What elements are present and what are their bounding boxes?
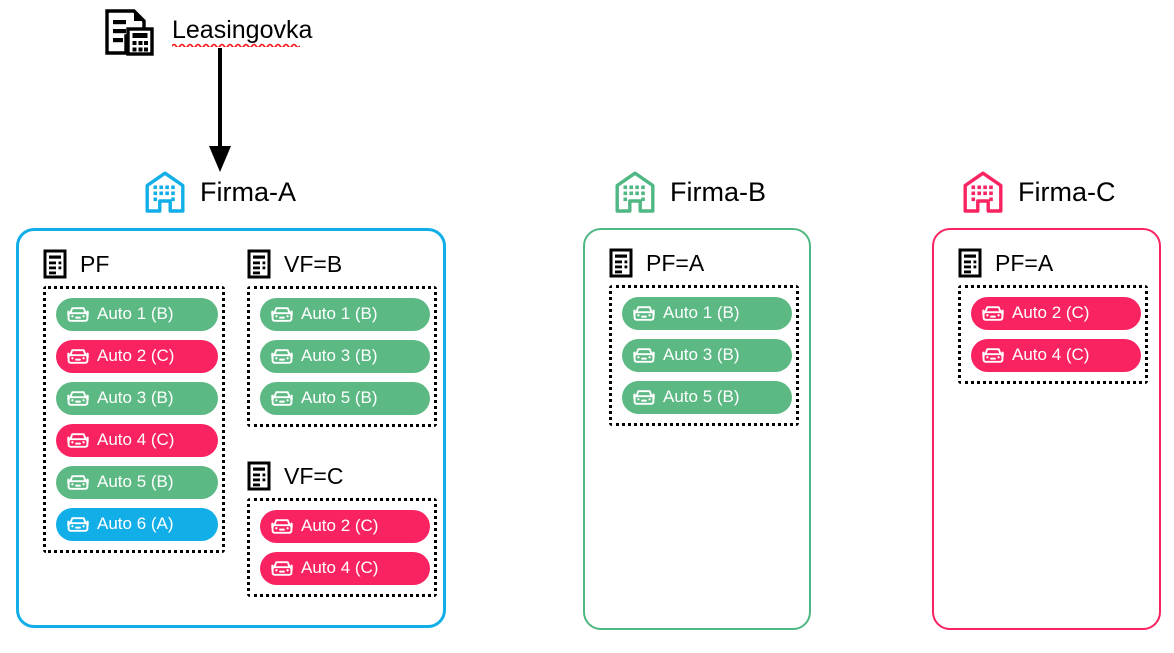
car-label: Auto 2 (C) bbox=[301, 516, 379, 535]
group-vf-b-label: VF=B bbox=[284, 250, 343, 277]
car-icon bbox=[67, 347, 89, 366]
group-pf-a-firma-b-label: PF=A bbox=[646, 249, 705, 276]
car-label: Auto 2 (C) bbox=[97, 346, 175, 365]
group-vf-c-header: VF=C bbox=[247, 461, 437, 491]
firma-a-title: Firma-A bbox=[200, 176, 296, 207]
car-label: Auto 5 (B) bbox=[301, 388, 378, 407]
group-vf-c: VF=C Auto 2 (C bbox=[247, 461, 437, 597]
car-icon bbox=[633, 304, 655, 323]
car-label: Auto 6 (A) bbox=[97, 514, 174, 533]
group-vf-c-list: Auto 2 (C) Auto 4 ( bbox=[247, 498, 437, 597]
car-label: Auto 2 (C) bbox=[1012, 303, 1090, 322]
car-pill[interactable]: Auto 1 (B) bbox=[56, 298, 218, 331]
car-icon bbox=[271, 389, 293, 408]
document-calculator-icon bbox=[104, 8, 156, 56]
car-pill[interactable]: Auto 2 (C) bbox=[56, 340, 218, 373]
file-icon bbox=[958, 248, 982, 278]
spellcheck-underline bbox=[172, 43, 300, 47]
car-label: Auto 1 (B) bbox=[301, 304, 378, 323]
group-pf-a-firma-b: PF=A Auto 1 (B bbox=[609, 248, 799, 426]
car-icon bbox=[271, 559, 293, 578]
group-pf-list: Auto 1 (B) Auto 2 ( bbox=[43, 286, 225, 553]
building-icon bbox=[144, 170, 186, 214]
car-icon bbox=[67, 389, 89, 408]
firma-b-header: Firma-B bbox=[614, 170, 766, 214]
car-label: Auto 3 (B) bbox=[97, 388, 174, 407]
group-vf-c-label: VF=C bbox=[284, 462, 344, 489]
file-icon bbox=[43, 249, 67, 279]
car-icon bbox=[67, 305, 89, 324]
car-label: Auto 3 (B) bbox=[663, 345, 740, 364]
car-label: Auto 4 (C) bbox=[1012, 345, 1090, 364]
group-pf-a-firma-c-label: PF=A bbox=[995, 249, 1054, 276]
group-pf-a-firma-b-list: Auto 1 (B) Auto 3 ( bbox=[609, 285, 799, 426]
file-icon bbox=[609, 248, 633, 278]
car-icon bbox=[67, 473, 89, 492]
car-label: Auto 3 (B) bbox=[301, 346, 378, 365]
car-label: Auto 1 (B) bbox=[97, 304, 174, 323]
firma-b-title: Firma-B bbox=[670, 176, 766, 207]
source-label: Leasingovka bbox=[172, 16, 313, 47]
group-pf-label: PF bbox=[80, 250, 110, 277]
car-pill[interactable]: Auto 5 (B) bbox=[622, 381, 792, 414]
car-pill[interactable]: Auto 2 (C) bbox=[260, 510, 430, 543]
car-pill[interactable]: Auto 3 (B) bbox=[56, 382, 218, 415]
source-document-block: Leasingovka bbox=[104, 8, 312, 56]
group-pf-header: PF bbox=[43, 249, 225, 279]
firma-c-container: PF=A Auto 2 (C bbox=[932, 228, 1161, 630]
car-label: Auto 1 (B) bbox=[663, 303, 740, 322]
group-vf-b-list: Auto 1 (B) Auto 3 ( bbox=[247, 286, 437, 427]
group-pf-a-firma-c: PF=A Auto 2 (C bbox=[958, 248, 1148, 384]
car-pill[interactable]: Auto 2 (C) bbox=[971, 297, 1141, 330]
car-label: Auto 5 (B) bbox=[663, 387, 740, 406]
car-label: Auto 4 (C) bbox=[97, 430, 175, 449]
group-pf-a-firma-c-header: PF=A bbox=[958, 248, 1148, 278]
car-pill[interactable]: Auto 1 (B) bbox=[260, 298, 430, 331]
file-icon bbox=[247, 249, 271, 279]
car-pill[interactable]: Auto 3 (B) bbox=[622, 339, 792, 372]
source-label-text: Leasingovka bbox=[172, 16, 313, 44]
car-pill[interactable]: Auto 4 (C) bbox=[56, 424, 218, 457]
car-icon bbox=[67, 515, 89, 534]
car-pill[interactable]: Auto 4 (C) bbox=[971, 339, 1141, 372]
car-icon bbox=[982, 346, 1004, 365]
down-arrow-icon bbox=[196, 46, 244, 174]
group-vf-b-header: VF=B bbox=[247, 249, 437, 279]
building-icon bbox=[962, 170, 1004, 214]
firma-c-title: Firma-C bbox=[1018, 176, 1116, 207]
car-icon bbox=[271, 305, 293, 324]
car-pill[interactable]: Auto 5 (B) bbox=[56, 466, 218, 499]
firma-a-header: Firma-A bbox=[144, 170, 296, 214]
car-pill[interactable]: Auto 6 (A) bbox=[56, 508, 218, 541]
group-pf: PF Auto 1 (B) bbox=[43, 249, 225, 553]
file-icon bbox=[247, 461, 271, 491]
car-pill[interactable]: Auto 3 (B) bbox=[260, 340, 430, 373]
group-pf-a-firma-b-header: PF=A bbox=[609, 248, 799, 278]
car-icon bbox=[633, 388, 655, 407]
firma-a-container: PF Auto 1 (B) bbox=[16, 228, 446, 628]
car-pill[interactable]: Auto 1 (B) bbox=[622, 297, 792, 330]
car-icon bbox=[633, 346, 655, 365]
car-icon bbox=[67, 431, 89, 450]
group-vf-b: VF=B Auto 1 (B bbox=[247, 249, 437, 427]
group-pf-a-firma-c-list: Auto 2 (C) Auto 4 ( bbox=[958, 285, 1148, 384]
firma-c-header: Firma-C bbox=[962, 170, 1115, 214]
car-pill[interactable]: Auto 5 (B) bbox=[260, 382, 430, 415]
car-label: Auto 4 (C) bbox=[301, 558, 379, 577]
car-icon bbox=[982, 304, 1004, 323]
building-icon bbox=[614, 170, 656, 214]
car-pill[interactable]: Auto 4 (C) bbox=[260, 552, 430, 585]
car-label: Auto 5 (B) bbox=[97, 472, 174, 491]
firma-b-container: PF=A Auto 1 (B bbox=[583, 228, 811, 630]
car-icon bbox=[271, 347, 293, 366]
car-icon bbox=[271, 517, 293, 536]
